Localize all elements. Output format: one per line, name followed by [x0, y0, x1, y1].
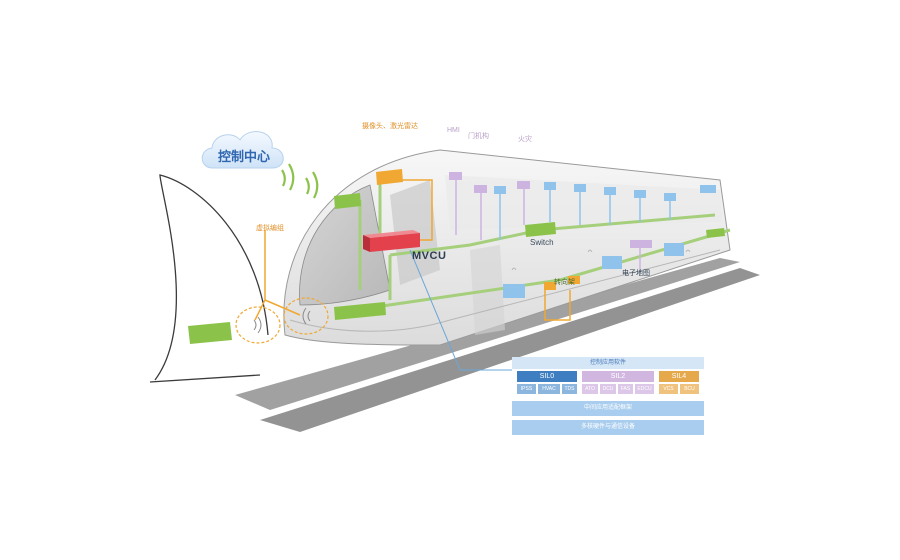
device-wireless-marks [511, 249, 691, 271]
blue-links [499, 188, 671, 240]
module-fas: FAS [618, 384, 633, 394]
wireless-icon [281, 163, 319, 199]
sil0-band: SIL0 [517, 371, 577, 382]
module-dcu: DCU [600, 384, 616, 394]
bogie-sensors [544, 276, 580, 290]
electronic-map-label: 电子地图 [622, 270, 650, 277]
control-center-label: 控制中心 [218, 149, 271, 164]
camera-lidar-label: 摄像头、激光雷达 [362, 123, 418, 130]
virtual-coupling-label: 虚拟编组 [256, 225, 284, 232]
module-hvac: HVAC [538, 384, 560, 394]
train-body [283, 149, 731, 346]
sil4-band: SIL4 [659, 371, 699, 382]
module-vcs: VCS [659, 384, 678, 394]
middleware-layer: 中间应用适配框架 [512, 401, 704, 416]
blue-devices [494, 182, 716, 298]
orange-links [254, 179, 571, 321]
module-tds: TDS [562, 384, 577, 394]
green-terminal-boxes [188, 193, 725, 344]
camera-box [376, 169, 403, 185]
stack-header: 控制应用软件 [512, 357, 704, 369]
hmi-label: HMI [447, 127, 460, 134]
sil2-band: SIL2 [582, 371, 654, 382]
module-ipss: IPSS [517, 384, 536, 394]
wayside-mast [149, 174, 269, 383]
fire-label: 火灾 [518, 136, 532, 143]
bogie-label: 转向架 [554, 279, 575, 286]
purple-links [455, 178, 641, 270]
module-ato: ATO [582, 384, 598, 394]
cloud-icon [201, 131, 284, 169]
module-bcu: BCU [680, 384, 699, 394]
switch-label: Switch [530, 238, 554, 247]
mvcu-label: MVCU [412, 250, 447, 262]
hardware-layer: 多核硬件与通信设备 [512, 420, 704, 435]
mvcu-leader-line [409, 249, 512, 371]
mvcu-box [363, 230, 420, 252]
track [235, 258, 760, 432]
module-edcu: EDCU [635, 384, 654, 394]
virtual-coupling-signal [235, 297, 329, 344]
door-label: 门机构 [468, 133, 489, 140]
purple-devices [449, 172, 652, 248]
